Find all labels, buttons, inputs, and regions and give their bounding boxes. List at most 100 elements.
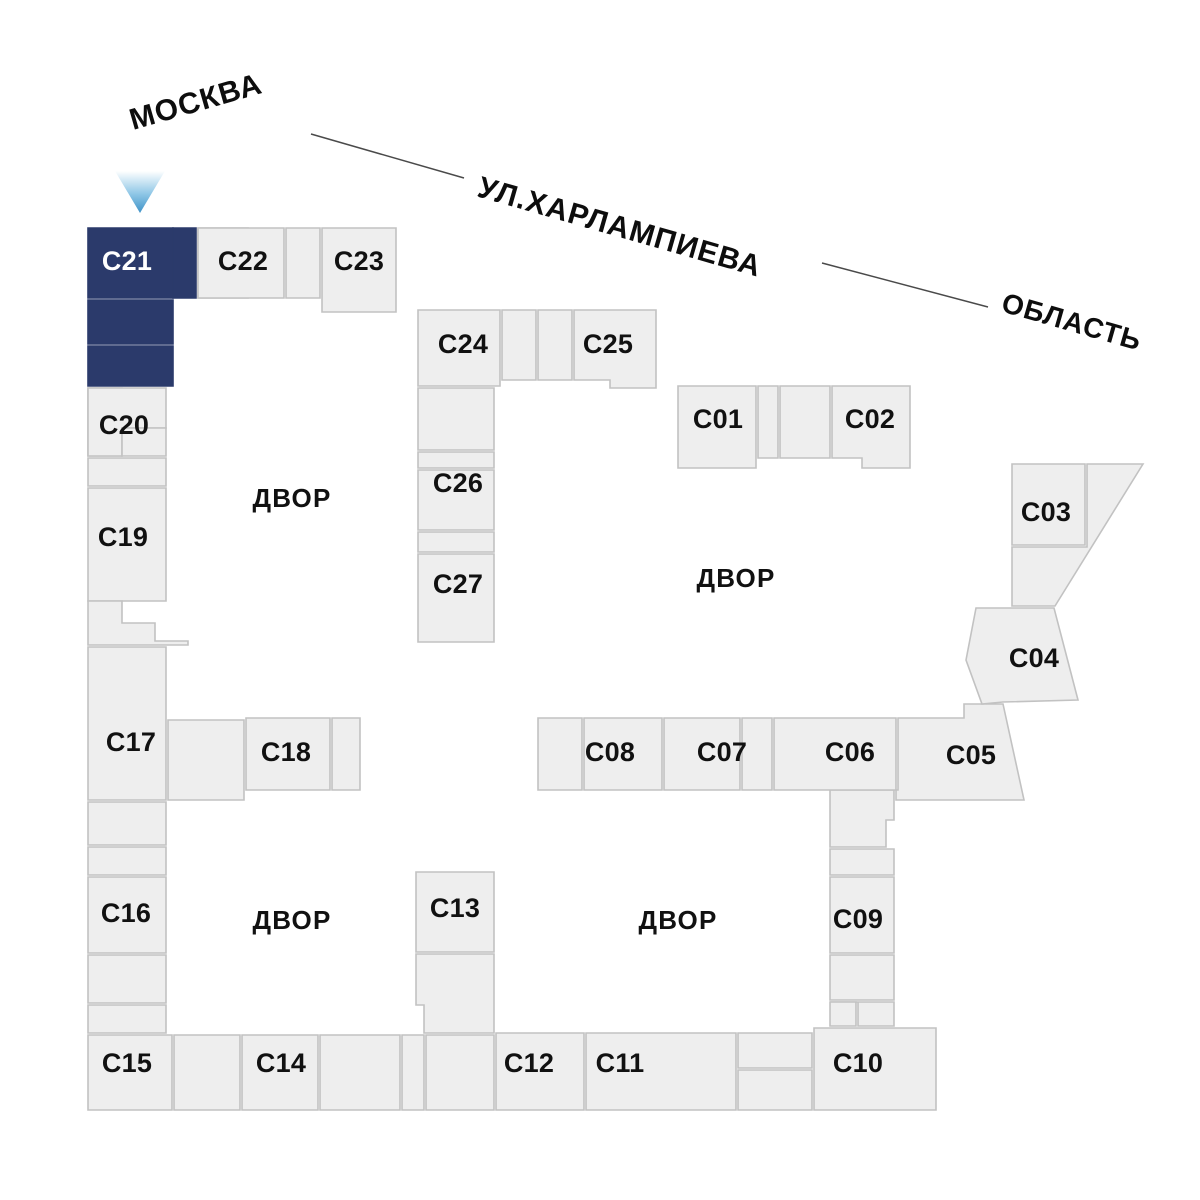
location-marker-group (115, 171, 165, 213)
building-block-c9[interactable] (829, 876, 895, 954)
building-block-c19[interactable] (87, 487, 167, 602)
building-label-c17: С17 (106, 727, 156, 757)
building-block-c24[interactable] (417, 309, 501, 387)
building-block-c21d[interactable] (87, 345, 174, 387)
building-block-c16[interactable] (87, 876, 167, 954)
building-block-c16d[interactable] (87, 954, 167, 1004)
building-block-c14b[interactable] (319, 1034, 401, 1111)
building-block-c13b[interactable] (415, 953, 495, 1034)
yard-label-yard-nw: ДВОР (252, 483, 331, 513)
building-block-c3[interactable] (1011, 463, 1086, 546)
building-block-c14[interactable] (241, 1034, 319, 1111)
building-block-c11b[interactable] (737, 1032, 813, 1069)
street-label-moskva: МОСКВА (126, 67, 266, 136)
building-label-c14: С14 (256, 1048, 306, 1078)
building-block-c26a[interactable] (417, 387, 495, 451)
street-label-oblast: ОБЛАСТЬ (998, 287, 1145, 357)
yard-labels-group: ДВОР ДВОР ДВОР ДВОР (252, 483, 775, 935)
building-label-c8: С08 (585, 737, 635, 767)
building-label-c24: С24 (438, 329, 488, 359)
building-label-c23: С23 (334, 246, 384, 276)
building-block-c26[interactable] (417, 469, 495, 531)
building-block-c19b[interactable] (87, 600, 189, 646)
building-block-c12[interactable] (495, 1032, 585, 1111)
building-block-c6[interactable] (773, 717, 897, 791)
building-block-c7[interactable] (663, 717, 741, 791)
building-block-c8[interactable] (583, 717, 663, 791)
building-label-c15: С15 (102, 1048, 152, 1078)
building-block-c27[interactable] (417, 553, 495, 643)
building-block-c9b[interactable] (829, 848, 895, 876)
building-block-c25[interactable] (573, 309, 657, 389)
building-block-c24b[interactable] (501, 309, 537, 381)
building-label-c11: С11 (596, 1048, 645, 1078)
building-block-c9f[interactable] (829, 1001, 857, 1027)
building-block-c22[interactable] (197, 227, 285, 299)
building-block-c11c[interactable] (737, 1069, 813, 1111)
building-block-c23[interactable] (321, 227, 397, 313)
building-block-c9a[interactable] (829, 789, 895, 848)
building-label-c1: С01 (693, 404, 743, 434)
building-block-c16b[interactable] (87, 846, 167, 876)
building-block-c20c[interactable] (121, 427, 167, 457)
building-block-c22c[interactable] (285, 227, 321, 299)
building-block-c18b[interactable] (331, 717, 361, 791)
building-label-c6: С06 (825, 737, 875, 767)
building-block-c24c[interactable] (537, 309, 573, 381)
building-block-c12b[interactable] (425, 1034, 495, 1111)
building-label-c22: С22 (218, 246, 268, 276)
yard-label-yard-se: ДВОР (638, 905, 717, 935)
building-label-c26: С26 (433, 468, 483, 498)
building-block-c26b[interactable] (417, 451, 495, 469)
building-label-c10: С10 (833, 1048, 883, 1078)
building-block-c1c[interactable] (779, 385, 831, 459)
building-label-c20: С20 (99, 410, 149, 440)
building-block-c26d[interactable] (417, 531, 495, 553)
building-block-c4[interactable] (965, 607, 1080, 705)
building-label-c21: С21 (102, 246, 152, 276)
building-label-c2: С02 (845, 404, 895, 434)
yard-label-yard-ne: ДВОР (696, 563, 775, 593)
building-block-c3b[interactable] (1011, 463, 1145, 607)
building-label-c4: С04 (1009, 643, 1059, 673)
building-block-c7b[interactable] (741, 717, 773, 791)
building-block-c17b[interactable] (167, 719, 245, 801)
building-block-c10[interactable] (813, 1027, 937, 1111)
building-block-c18[interactable] (245, 717, 331, 791)
street-connector-line (310, 133, 465, 179)
building-block-c21b[interactable] (172, 227, 197, 299)
building-label-c19: С19 (98, 522, 148, 552)
building-block-c12a[interactable] (401, 1034, 425, 1111)
building-label-c5: С05 (946, 740, 996, 770)
building-block-c8a[interactable] (537, 717, 583, 791)
building-block-c1[interactable] (677, 385, 757, 469)
building-block-c13[interactable] (415, 871, 495, 953)
building-block-c20d[interactable] (87, 457, 167, 487)
building-block-c11[interactable] (585, 1032, 737, 1111)
building-block-c1b[interactable] (757, 385, 779, 459)
building-block-c16a[interactable] (87, 801, 167, 846)
building-block-c2[interactable] (831, 385, 911, 469)
buildings-group (87, 227, 1145, 1111)
building-block-c9d[interactable] (829, 954, 895, 1001)
street-label-ul-harlampieva: УЛ.ХАРЛАМПИЕВА (474, 171, 765, 284)
location-marker-icon (115, 171, 165, 213)
building-label-c16: С16 (101, 898, 151, 928)
street-connector-line (821, 262, 989, 308)
building-block-c16e[interactable] (87, 1004, 167, 1034)
building-block-c17[interactable] (87, 646, 167, 801)
building-label-c18: С18 (261, 737, 311, 767)
building-block-c5[interactable] (895, 703, 1025, 801)
building-block-c15[interactable] (87, 1034, 173, 1111)
building-label-c27: С27 (433, 569, 483, 599)
building-block-c21c[interactable] (87, 299, 174, 345)
yard-label-yard-sw: ДВОР (252, 905, 331, 935)
building-label-c12: С12 (504, 1048, 554, 1078)
building-block-c15b[interactable] (173, 1034, 241, 1111)
building-label-c9: С09 (833, 904, 883, 934)
building-label-c25: С25 (583, 329, 633, 359)
building-label-c3: С03 (1021, 497, 1071, 527)
